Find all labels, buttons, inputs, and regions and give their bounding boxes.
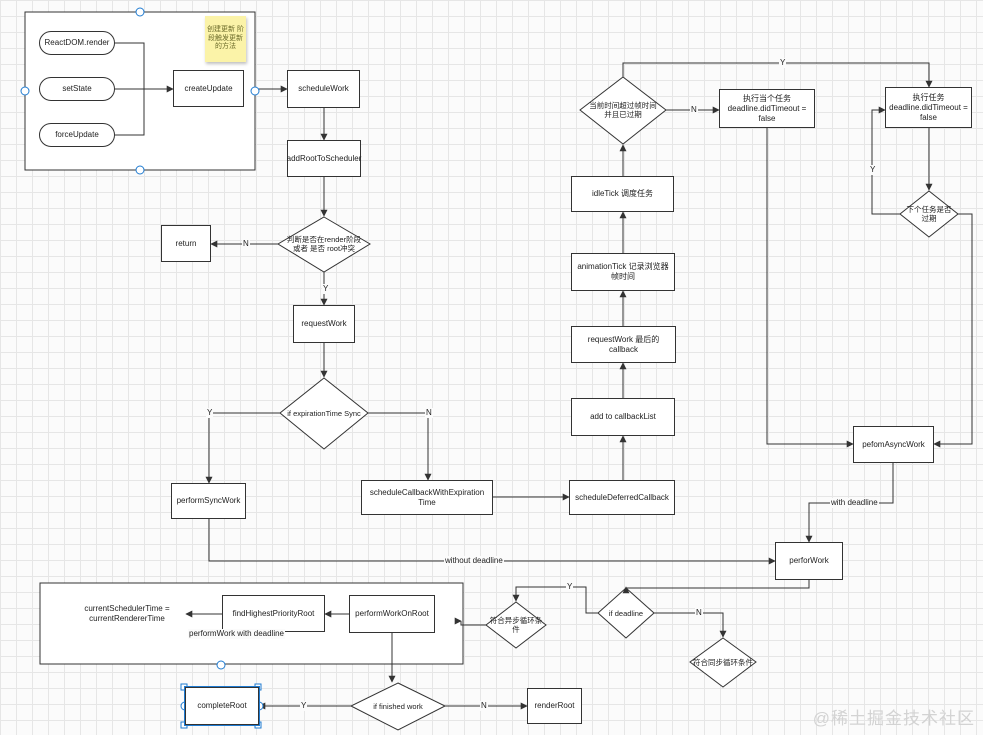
next-task-expired-label: 下个任务是否过期 [906,205,952,223]
edge-next-yes [871,106,900,215]
connector-handle[interactable] [250,86,260,96]
return-node[interactable]: return [161,225,211,262]
react-dom-render-node[interactable]: ReactDOM.render [39,31,115,55]
edge-label-n: N [480,701,488,711]
edge-async-to-onroot [457,620,486,628]
edge-label-n: N [695,608,703,618]
find-highest-priority-root-node[interactable]: findHighestPriorityRoot [222,595,325,632]
idle-tick-node[interactable]: idleTick 调度任务 [571,176,674,212]
sync-loop-diamond [689,637,757,688]
edge-deadline-no [654,612,727,638]
edge-label-n: N [242,239,250,249]
connector-handle[interactable] [135,7,145,17]
request-work-node[interactable]: requestWork [293,305,355,343]
edge-label-y: Y [206,408,214,418]
connector-handle[interactable] [20,86,30,96]
force-update-node[interactable]: forceUpdate [39,123,115,147]
exec-task-2-node[interactable]: 执行任务 deadline.didTimeout = false [885,87,972,128]
edge-perfor-to-deadline [622,580,810,594]
edge-sync-no [368,412,432,481]
schedule-callback-node[interactable]: scheduleCallbackWithExpiration Time [361,480,493,515]
set-state-node[interactable]: setState [39,77,115,101]
if-deadline-diamond [597,587,655,639]
perform-sync-work-node[interactable]: performSyncWork [171,483,246,519]
schedule-deferred-callback-node[interactable]: scheduleDeferredCallback [569,480,675,515]
async-loop-label: 符合异步循环条件 [489,616,543,634]
complete-root-node[interactable]: completeRoot [184,686,260,726]
check-render-phase-label: 判断是否在render阶段 或者 是否 root冲突 [286,235,362,253]
expiration-sync-diamond [279,377,369,450]
edge-label-n: N [425,408,433,418]
edge-deadline-yes [512,586,598,614]
edge-exec1-to-async [766,128,854,448]
edge-next-no [933,213,973,448]
perform-async-work-node[interactable]: pefomAsyncWork [853,426,934,463]
sync-loop-label: 符合同步循环条件 [693,657,753,667]
render-root-node[interactable]: renderRoot [527,688,582,724]
connector-handle[interactable] [216,660,226,670]
expiration-sync-label: if expirationTime Sync [287,408,361,418]
if-deadline-label: if deadline [608,608,644,618]
timeout-check-diamond [579,76,667,145]
edge-label-n: N [690,105,698,115]
watermark-text: @稀土掘金技术社区 [812,709,975,728]
current-scheduler-time-node[interactable]: currentSchedulerTime = currentRendererTi… [84,604,170,623]
connector-handle[interactable] [135,165,145,175]
edge-syncwork-to-perfor [208,519,776,565]
next-task-expired-diamond [899,190,959,238]
async-loop-diamond [485,601,547,649]
edge-label-y: Y [300,701,308,711]
timeout-check-label: 当前时间超过帧时间并且已过期 [589,101,657,119]
edge-label-y: Y [322,284,330,294]
request-work-callback-node[interactable]: requestWork 最后的 callback [571,326,676,363]
edge-label-perform-work-with-deadline: performWork with deadline [188,629,286,639]
edge-render-to-create [115,42,145,89]
add-root-to-scheduler-node[interactable]: addRootToScheduler [287,140,361,177]
edge-label-y: Y [566,582,574,592]
edge-label-y: Y [779,58,787,68]
resize-handle[interactable] [180,721,188,729]
if-finished-work-diamond [349,682,447,731]
sticky-note[interactable]: 创建更新 阶段触发更新的方法 [205,16,246,62]
perform-work-on-root-node[interactable]: performWorkOnRoot [349,595,435,633]
edge-label-without-deadline: without deadline [444,556,504,566]
animation-tick-node[interactable]: animationTick 记录浏览器帧时间 [571,253,675,291]
add-to-callback-list-node[interactable]: add to callbackList [571,398,675,436]
edge-label-with-deadline: with deadline [830,498,879,508]
edge-timeout-yes [622,62,933,88]
schedule-work-node[interactable]: scheduleWork [287,70,360,108]
if-finished-work-label: if finished work [373,701,423,711]
perfor-work-node[interactable]: perforWork [775,542,843,580]
edge-sync-yes [205,412,280,484]
edge-label-y: Y [869,165,877,175]
edge-forceupdate-to-create [115,89,145,136]
exec-task-1-node[interactable]: 执行当个任务 deadline.didTimeout = false [719,89,815,128]
create-update-node[interactable]: createUpdate [173,70,244,107]
